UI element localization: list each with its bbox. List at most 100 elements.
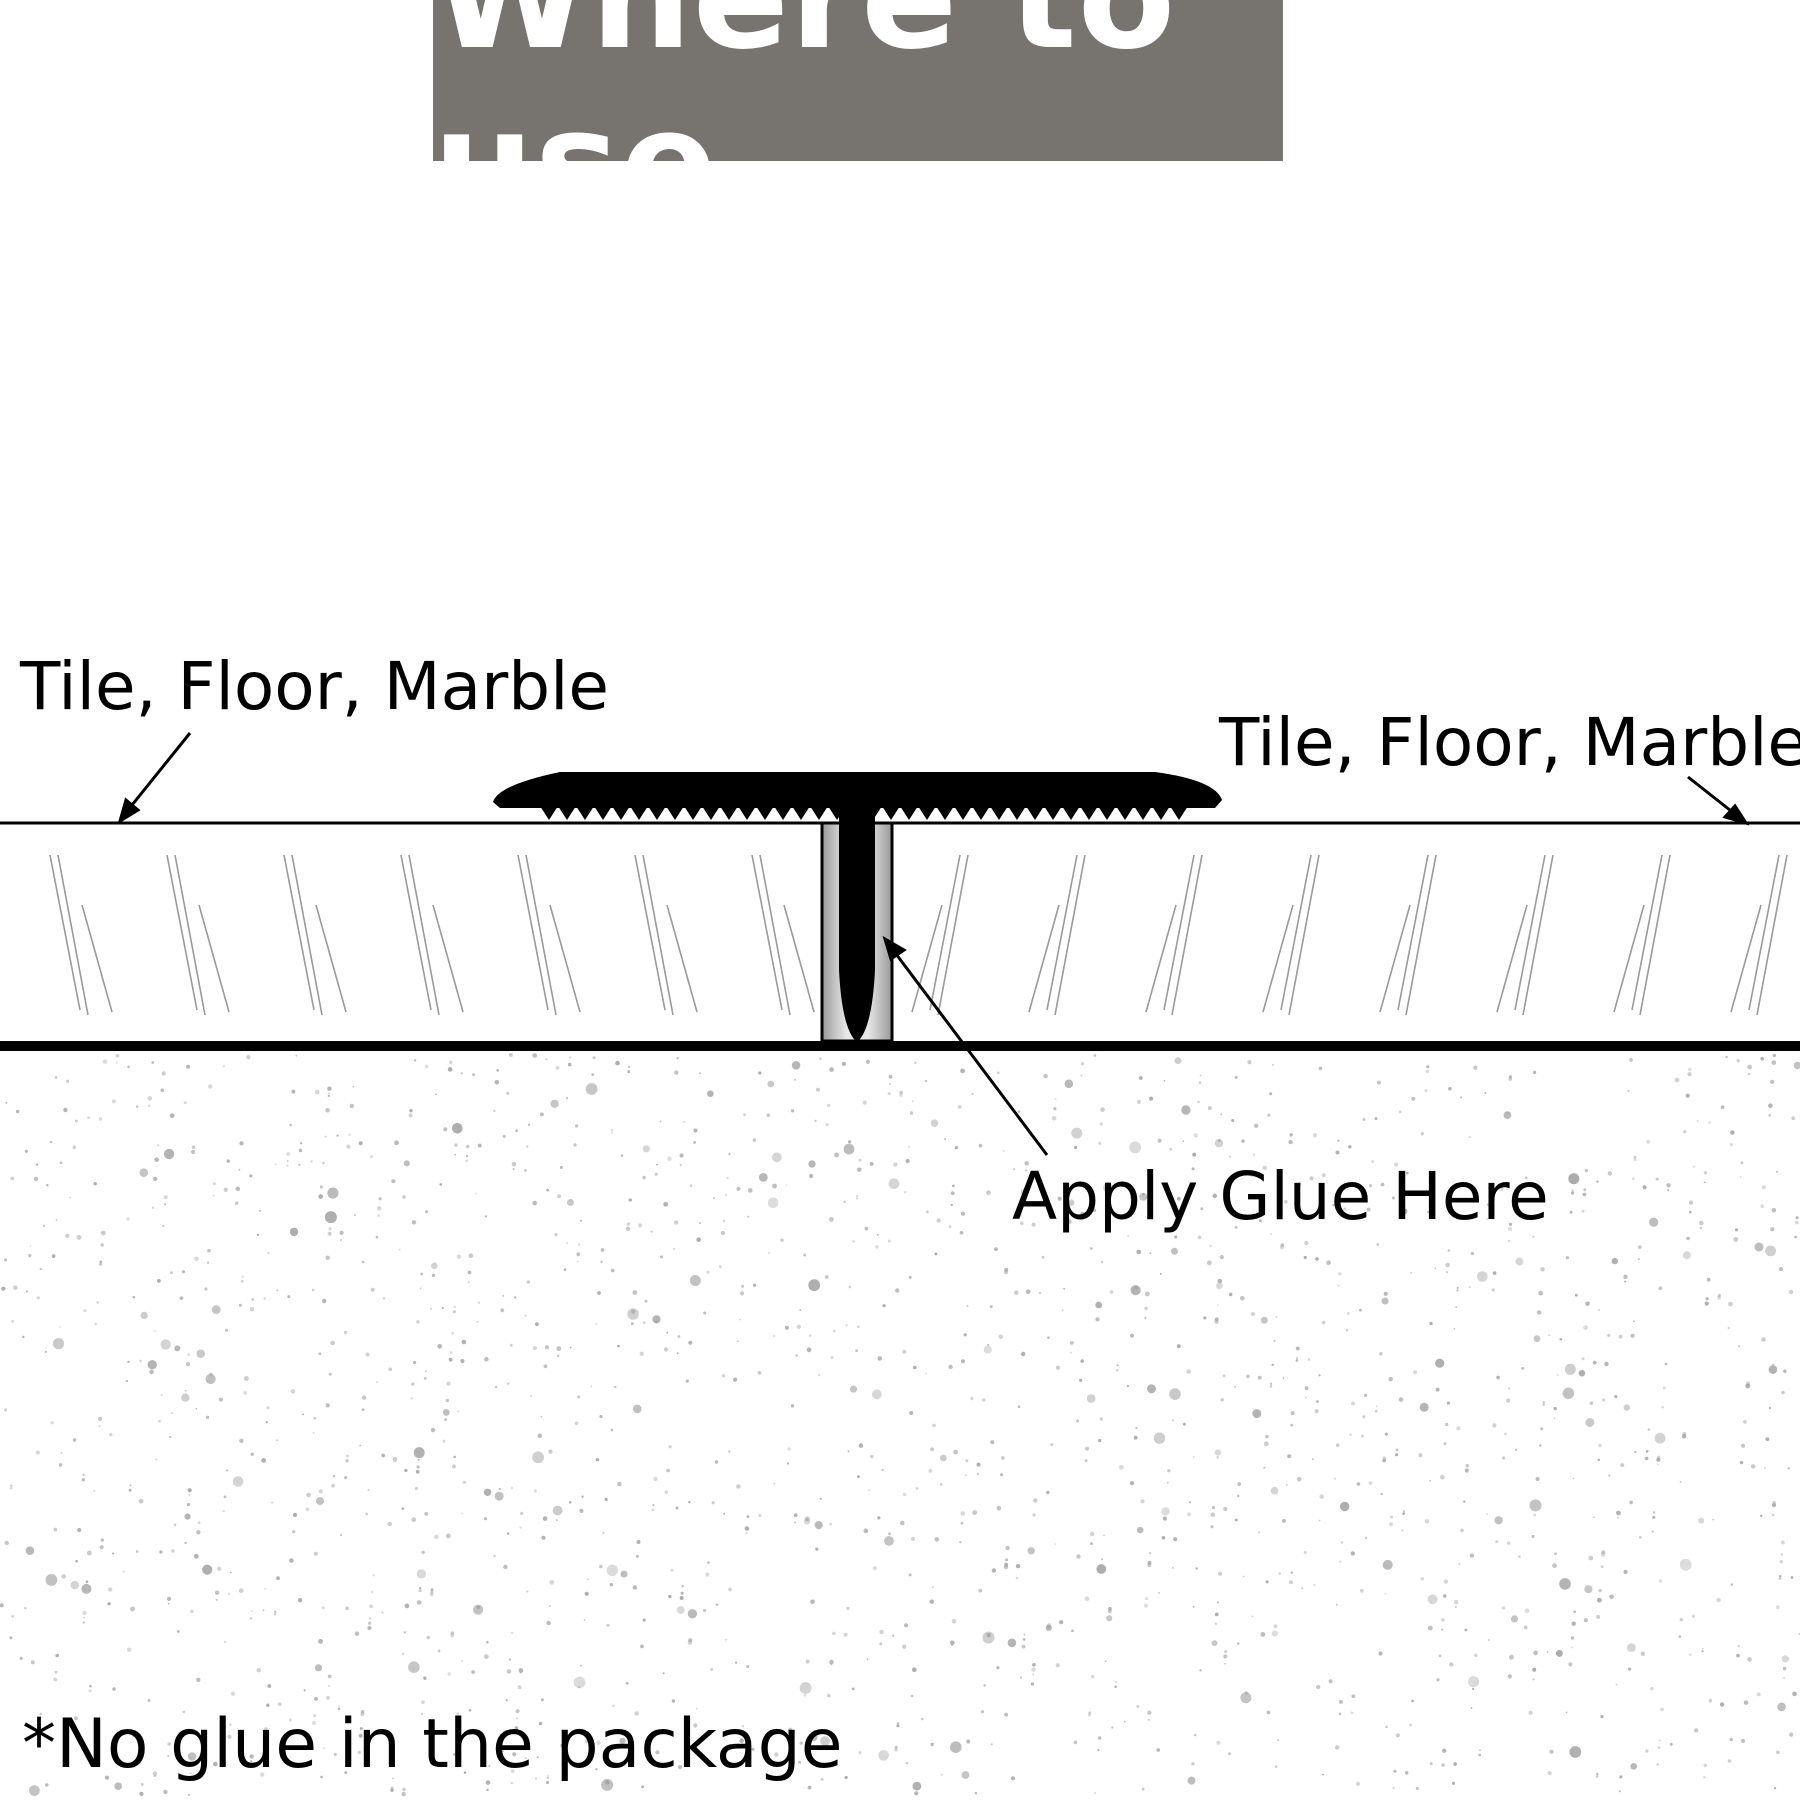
speckle bbox=[1280, 1243, 1285, 1247]
speckle bbox=[820, 1777, 824, 1781]
speckle bbox=[1080, 1062, 1085, 1066]
speckle bbox=[1002, 1150, 1005, 1152]
speckle bbox=[1630, 1763, 1637, 1770]
speckle bbox=[290, 1389, 296, 1394]
speckle bbox=[322, 1298, 327, 1304]
speckle bbox=[591, 1073, 594, 1076]
speckle bbox=[1547, 1771, 1552, 1776]
speckle bbox=[1445, 1271, 1449, 1274]
speckle bbox=[627, 1070, 631, 1074]
speckle bbox=[1632, 1320, 1635, 1323]
speckle bbox=[650, 1230, 653, 1233]
speckle bbox=[477, 1301, 481, 1304]
speckle bbox=[1540, 1267, 1545, 1272]
speckle bbox=[1051, 1116, 1057, 1121]
speckle bbox=[413, 1059, 417, 1062]
speckle bbox=[99, 1262, 103, 1266]
speckle bbox=[796, 1324, 802, 1329]
speckle bbox=[976, 1462, 981, 1467]
speckle bbox=[575, 1124, 579, 1128]
speckle bbox=[627, 1308, 639, 1320]
speckle bbox=[130, 1762, 134, 1765]
speckle bbox=[359, 1444, 362, 1447]
speckle bbox=[1163, 1080, 1166, 1082]
speckle bbox=[1149, 1096, 1154, 1101]
hatch-line bbox=[315, 904, 347, 1013]
speckle bbox=[1776, 1750, 1780, 1755]
speckle bbox=[419, 1587, 422, 1590]
speckle bbox=[1607, 1171, 1613, 1176]
speckle bbox=[858, 1443, 864, 1448]
speckle bbox=[642, 1145, 651, 1153]
speckle bbox=[1765, 1437, 1770, 1441]
speckle bbox=[1119, 1465, 1124, 1470]
speckle bbox=[1411, 1699, 1414, 1703]
speckle bbox=[1651, 1530, 1654, 1533]
speckle bbox=[1443, 1579, 1449, 1584]
speckle bbox=[416, 1465, 420, 1469]
speckle bbox=[461, 1339, 467, 1345]
speckle bbox=[888, 1178, 900, 1189]
speckle bbox=[1335, 1745, 1340, 1750]
speckle bbox=[1270, 1486, 1279, 1495]
speckle bbox=[1584, 1168, 1589, 1173]
speckle bbox=[205, 1415, 210, 1419]
speckle bbox=[1270, 1382, 1273, 1385]
speckle bbox=[559, 1166, 563, 1169]
speckle bbox=[515, 1709, 520, 1714]
speckle bbox=[834, 1152, 839, 1158]
speckle bbox=[1611, 1257, 1619, 1265]
speckle bbox=[1679, 1558, 1692, 1571]
hatch-line bbox=[49, 854, 81, 1011]
speckle bbox=[620, 1154, 624, 1157]
speckle bbox=[1004, 1712, 1009, 1717]
speckle bbox=[1470, 1251, 1475, 1256]
speckle bbox=[639, 1351, 644, 1357]
speckle bbox=[1596, 1772, 1599, 1776]
speckle bbox=[566, 1242, 569, 1245]
speckle bbox=[1076, 1554, 1081, 1559]
speckle bbox=[847, 1450, 850, 1453]
speckle bbox=[673, 1220, 679, 1225]
speckle bbox=[705, 1572, 710, 1577]
speckle bbox=[462, 1480, 467, 1485]
speckle bbox=[1258, 1531, 1261, 1534]
speckle bbox=[1401, 1529, 1404, 1532]
speckle bbox=[1384, 1592, 1387, 1595]
speckle bbox=[931, 1586, 935, 1589]
speckle bbox=[276, 1576, 280, 1581]
speckle bbox=[1228, 1292, 1233, 1297]
speckle bbox=[560, 1743, 565, 1748]
speckle bbox=[1267, 1113, 1271, 1117]
speckle bbox=[1247, 1060, 1252, 1065]
speckle bbox=[1335, 1603, 1338, 1606]
speckle bbox=[1779, 1574, 1782, 1578]
speckle bbox=[1601, 1398, 1606, 1402]
speckle bbox=[1559, 1337, 1563, 1341]
speckle bbox=[311, 1288, 315, 1292]
speckle bbox=[1533, 1650, 1538, 1656]
speckle bbox=[274, 1163, 277, 1166]
speckle bbox=[1776, 1170, 1778, 1173]
speckle bbox=[644, 1299, 648, 1303]
speckle bbox=[51, 1254, 56, 1258]
speckle bbox=[584, 1739, 589, 1744]
speckle bbox=[745, 1532, 748, 1535]
speckle bbox=[191, 1145, 196, 1149]
speckle bbox=[864, 1226, 869, 1231]
speckle bbox=[830, 1355, 834, 1360]
speckle bbox=[699, 1072, 701, 1074]
speckle bbox=[695, 1707, 698, 1710]
speckle bbox=[1652, 1515, 1656, 1519]
speckle bbox=[362, 1395, 367, 1400]
speckle bbox=[1340, 1501, 1350, 1512]
speckle bbox=[799, 1741, 803, 1745]
speckle bbox=[1795, 1216, 1799, 1220]
speckle bbox=[260, 1772, 265, 1777]
speckle bbox=[1532, 1678, 1535, 1681]
speckle bbox=[358, 1733, 363, 1738]
speckle bbox=[1296, 1181, 1302, 1187]
speckle bbox=[687, 1640, 693, 1645]
speckle bbox=[377, 1206, 382, 1211]
speckle bbox=[1604, 1361, 1609, 1367]
